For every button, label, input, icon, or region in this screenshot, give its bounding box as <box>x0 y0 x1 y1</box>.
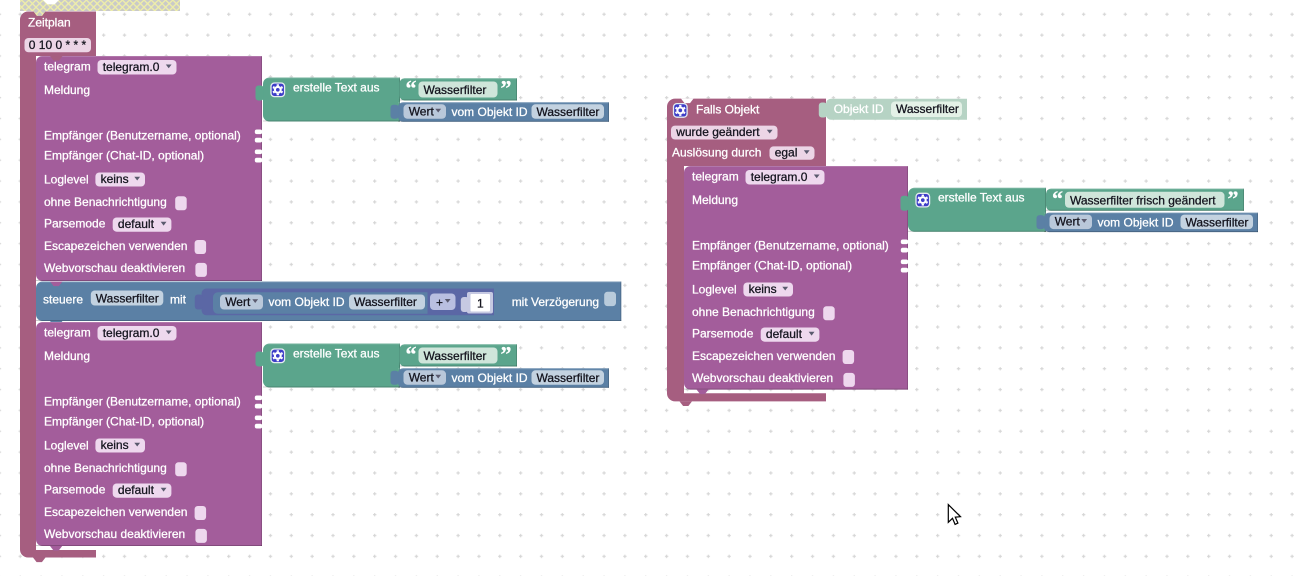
svg-text:Escapezeichen verwenden: Escapezeichen verwenden <box>44 505 187 519</box>
svg-text:egal: egal <box>775 145 798 159</box>
svg-text:Objekt ID: Objekt ID <box>834 102 884 116</box>
svg-text:steuere: steuere <box>43 293 83 307</box>
svg-text:telegram.0: telegram.0 <box>103 326 160 340</box>
svg-text:keins: keins <box>749 282 777 296</box>
svg-text:”: ” <box>501 342 512 367</box>
svg-text:Auslösung durch: Auslösung durch <box>672 145 761 159</box>
svg-text:erstelle Text aus: erstelle Text aus <box>293 346 380 360</box>
svg-text:wurde geändert: wurde geändert <box>675 125 760 139</box>
svg-text:Zeitplan: Zeitplan <box>28 15 71 29</box>
svg-text:Webvorschau deaktivieren: Webvorschau deaktivieren <box>44 527 185 541</box>
svg-text:+: + <box>436 296 443 310</box>
svg-text:Wert: Wert <box>1055 215 1081 229</box>
svg-text:Parsemode: Parsemode <box>44 483 106 497</box>
svg-text:Loglevel: Loglevel <box>44 438 89 452</box>
svg-text:“: “ <box>1052 186 1063 211</box>
svg-text:vom Objekt ID: vom Objekt ID <box>269 295 345 309</box>
svg-text:Escapezeichen verwenden: Escapezeichen verwenden <box>692 349 835 363</box>
svg-text:Wert: Wert <box>225 295 251 309</box>
svg-text:default: default <box>766 327 803 341</box>
svg-text:Wasserfilter: Wasserfilter <box>96 291 159 305</box>
svg-text:telegram.0: telegram.0 <box>103 60 160 74</box>
svg-text:erstelle Text aus: erstelle Text aus <box>938 191 1025 205</box>
svg-text:keins: keins <box>101 438 129 452</box>
svg-text:Empfänger (Benutzername, optio: Empfänger (Benutzername, optional) <box>692 239 889 253</box>
svg-text:telegram: telegram <box>44 326 91 340</box>
svg-text:vom Objekt ID: vom Objekt ID <box>452 371 528 385</box>
svg-text:Parsemode: Parsemode <box>44 217 106 231</box>
svg-text:Empfänger (Benutzername, optio: Empfänger (Benutzername, optional) <box>44 129 241 143</box>
svg-text:“: “ <box>406 342 417 367</box>
svg-text:“: “ <box>406 76 417 101</box>
svg-text:”: ” <box>1228 186 1239 211</box>
svg-text:Wert: Wert <box>409 104 435 118</box>
svg-text:Empfänger (Chat-ID, optional): Empfänger (Chat-ID, optional) <box>692 259 852 273</box>
svg-text:Meldung: Meldung <box>44 349 90 363</box>
svg-text:mit Verzögerung: mit Verzögerung <box>512 295 599 309</box>
svg-text:0 10 0 * * *: 0 10 0 * * * <box>29 38 87 52</box>
svg-text:ohne Benachrichtigung: ohne Benachrichtigung <box>692 305 815 319</box>
svg-text:Meldung: Meldung <box>692 193 738 207</box>
svg-text:Wasserfilter: Wasserfilter <box>537 105 600 119</box>
svg-text:default: default <box>118 217 155 231</box>
svg-text:Wasserfilter: Wasserfilter <box>896 102 959 116</box>
svg-text:Wert: Wert <box>409 370 435 384</box>
svg-text:Wasserfilter: Wasserfilter <box>424 83 487 97</box>
svg-text:Wasserfilter: Wasserfilter <box>537 371 600 385</box>
svg-text:telegram: telegram <box>44 60 91 74</box>
svg-text:Parsemode: Parsemode <box>692 327 754 341</box>
svg-text:keins: keins <box>101 172 129 186</box>
svg-text:Falls Objekt: Falls Objekt <box>696 103 760 117</box>
svg-text:”: ” <box>501 76 512 101</box>
svg-text:Webvorschau deaktivieren: Webvorschau deaktivieren <box>44 261 185 275</box>
svg-text:vom Objekt ID: vom Objekt ID <box>1098 215 1174 229</box>
svg-text:ohne Benachrichtigung: ohne Benachrichtigung <box>44 195 167 209</box>
svg-text:erstelle Text aus: erstelle Text aus <box>293 80 380 94</box>
svg-text:Loglevel: Loglevel <box>44 172 89 186</box>
svg-text:mit: mit <box>170 293 187 307</box>
svg-text:telegram: telegram <box>692 170 739 184</box>
svg-text:Wasserfilter frisch geändert: Wasserfilter frisch geändert <box>1070 193 1216 207</box>
svg-text:vom Objekt ID: vom Objekt ID <box>452 105 528 119</box>
svg-text:1: 1 <box>477 297 484 311</box>
svg-text:Webvorschau deaktivieren: Webvorschau deaktivieren <box>692 371 833 385</box>
svg-text:Wasserfilter: Wasserfilter <box>424 349 487 363</box>
svg-text:Empfänger (Chat-ID, optional): Empfänger (Chat-ID, optional) <box>44 415 204 429</box>
svg-text:Empfänger (Chat-ID, optional): Empfänger (Chat-ID, optional) <box>44 149 204 163</box>
svg-text:default: default <box>118 483 155 497</box>
svg-text:ohne Benachrichtigung: ohne Benachrichtigung <box>44 461 167 475</box>
svg-text:telegram.0: telegram.0 <box>751 170 808 184</box>
svg-text:Empfänger (Benutzername, optio: Empfänger (Benutzername, optional) <box>44 395 241 409</box>
svg-text:Loglevel: Loglevel <box>692 282 737 296</box>
svg-text:Escapezeichen verwenden: Escapezeichen verwenden <box>44 239 187 253</box>
svg-text:Wasserfilter: Wasserfilter <box>1186 215 1249 229</box>
svg-text:Wasserfilter: Wasserfilter <box>354 295 417 309</box>
svg-text:Meldung: Meldung <box>44 83 90 97</box>
